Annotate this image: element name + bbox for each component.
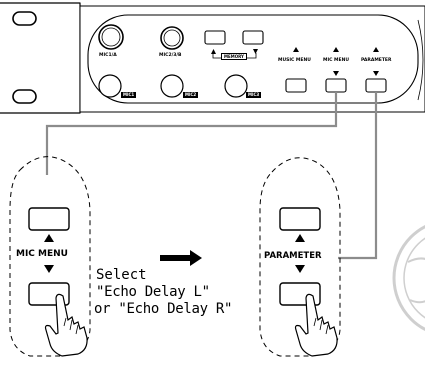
memory-up-button [242, 30, 264, 45]
parameter-callout-up-arrow [295, 234, 305, 242]
memory-up-arrow [211, 49, 216, 54]
parameter-down-arrow [373, 71, 379, 76]
mic1-knob [98, 74, 122, 98]
music-menu-label: MUSIC MENU [278, 58, 311, 63]
mic-menu-up-button [28, 207, 70, 231]
parameter-callout-down-arrow [295, 265, 305, 273]
connector-lines [45, 92, 378, 260]
mic-menu-panel-label: MIC MENU [323, 58, 349, 63]
connector-parameter [338, 92, 378, 260]
panel-buttons [204, 30, 387, 93]
mic3-knob [224, 74, 248, 98]
mic-menu-down-arrow [333, 71, 339, 76]
flow-arrow [160, 250, 202, 266]
rack-hole-bottom [12, 89, 37, 104]
memory-label: MEMORY [221, 53, 247, 60]
mic-menu-panel-button [325, 78, 347, 93]
instruction-line-1: Select [96, 267, 147, 283]
parameter-panel-label: PARAMETER [361, 58, 392, 63]
knob-label-mic23b: MIC2/3/B [159, 53, 182, 58]
music-menu-button [285, 78, 307, 93]
right-callout-label: PARAMETER [264, 251, 322, 261]
left-callout-label: MIC MENU [16, 249, 68, 259]
memory-down-arrow [253, 49, 258, 54]
hand-pointer-icon-right [294, 293, 338, 357]
mic-menu-callout-up-arrow [44, 234, 54, 242]
panel-knobs [98, 24, 248, 98]
right-callout [259, 157, 341, 357]
mic-tag-3: MIC3 [246, 92, 262, 98]
rack-hole-top [12, 11, 37, 26]
knob-label-mic1a: MIC1/A [99, 53, 117, 58]
music-menu-arrow [293, 47, 299, 52]
mic-tag-1: MIC1 [121, 92, 137, 98]
mic-menu-up-arrow [333, 47, 339, 52]
mic-menu-callout-down-arrow [44, 265, 54, 273]
mic2-knob [160, 74, 184, 98]
instruction-line-3: or "Echo Delay R" [94, 301, 233, 317]
connector-mic-menu [45, 92, 338, 175]
hand-pointer-icon-left [44, 293, 88, 357]
left-callout [9, 156, 91, 357]
panel-arrows [211, 47, 379, 76]
mic-tag-2: MIC2 [183, 92, 199, 98]
parameter-up-button [279, 207, 321, 231]
parameter-panel-button [365, 78, 387, 93]
watermark-seal [392, 224, 425, 332]
memory-down-button [204, 30, 226, 45]
mic1a-knob [98, 24, 124, 50]
parameter-up-arrow [373, 47, 379, 52]
instruction-line-2: "Echo Delay L" [96, 284, 210, 300]
